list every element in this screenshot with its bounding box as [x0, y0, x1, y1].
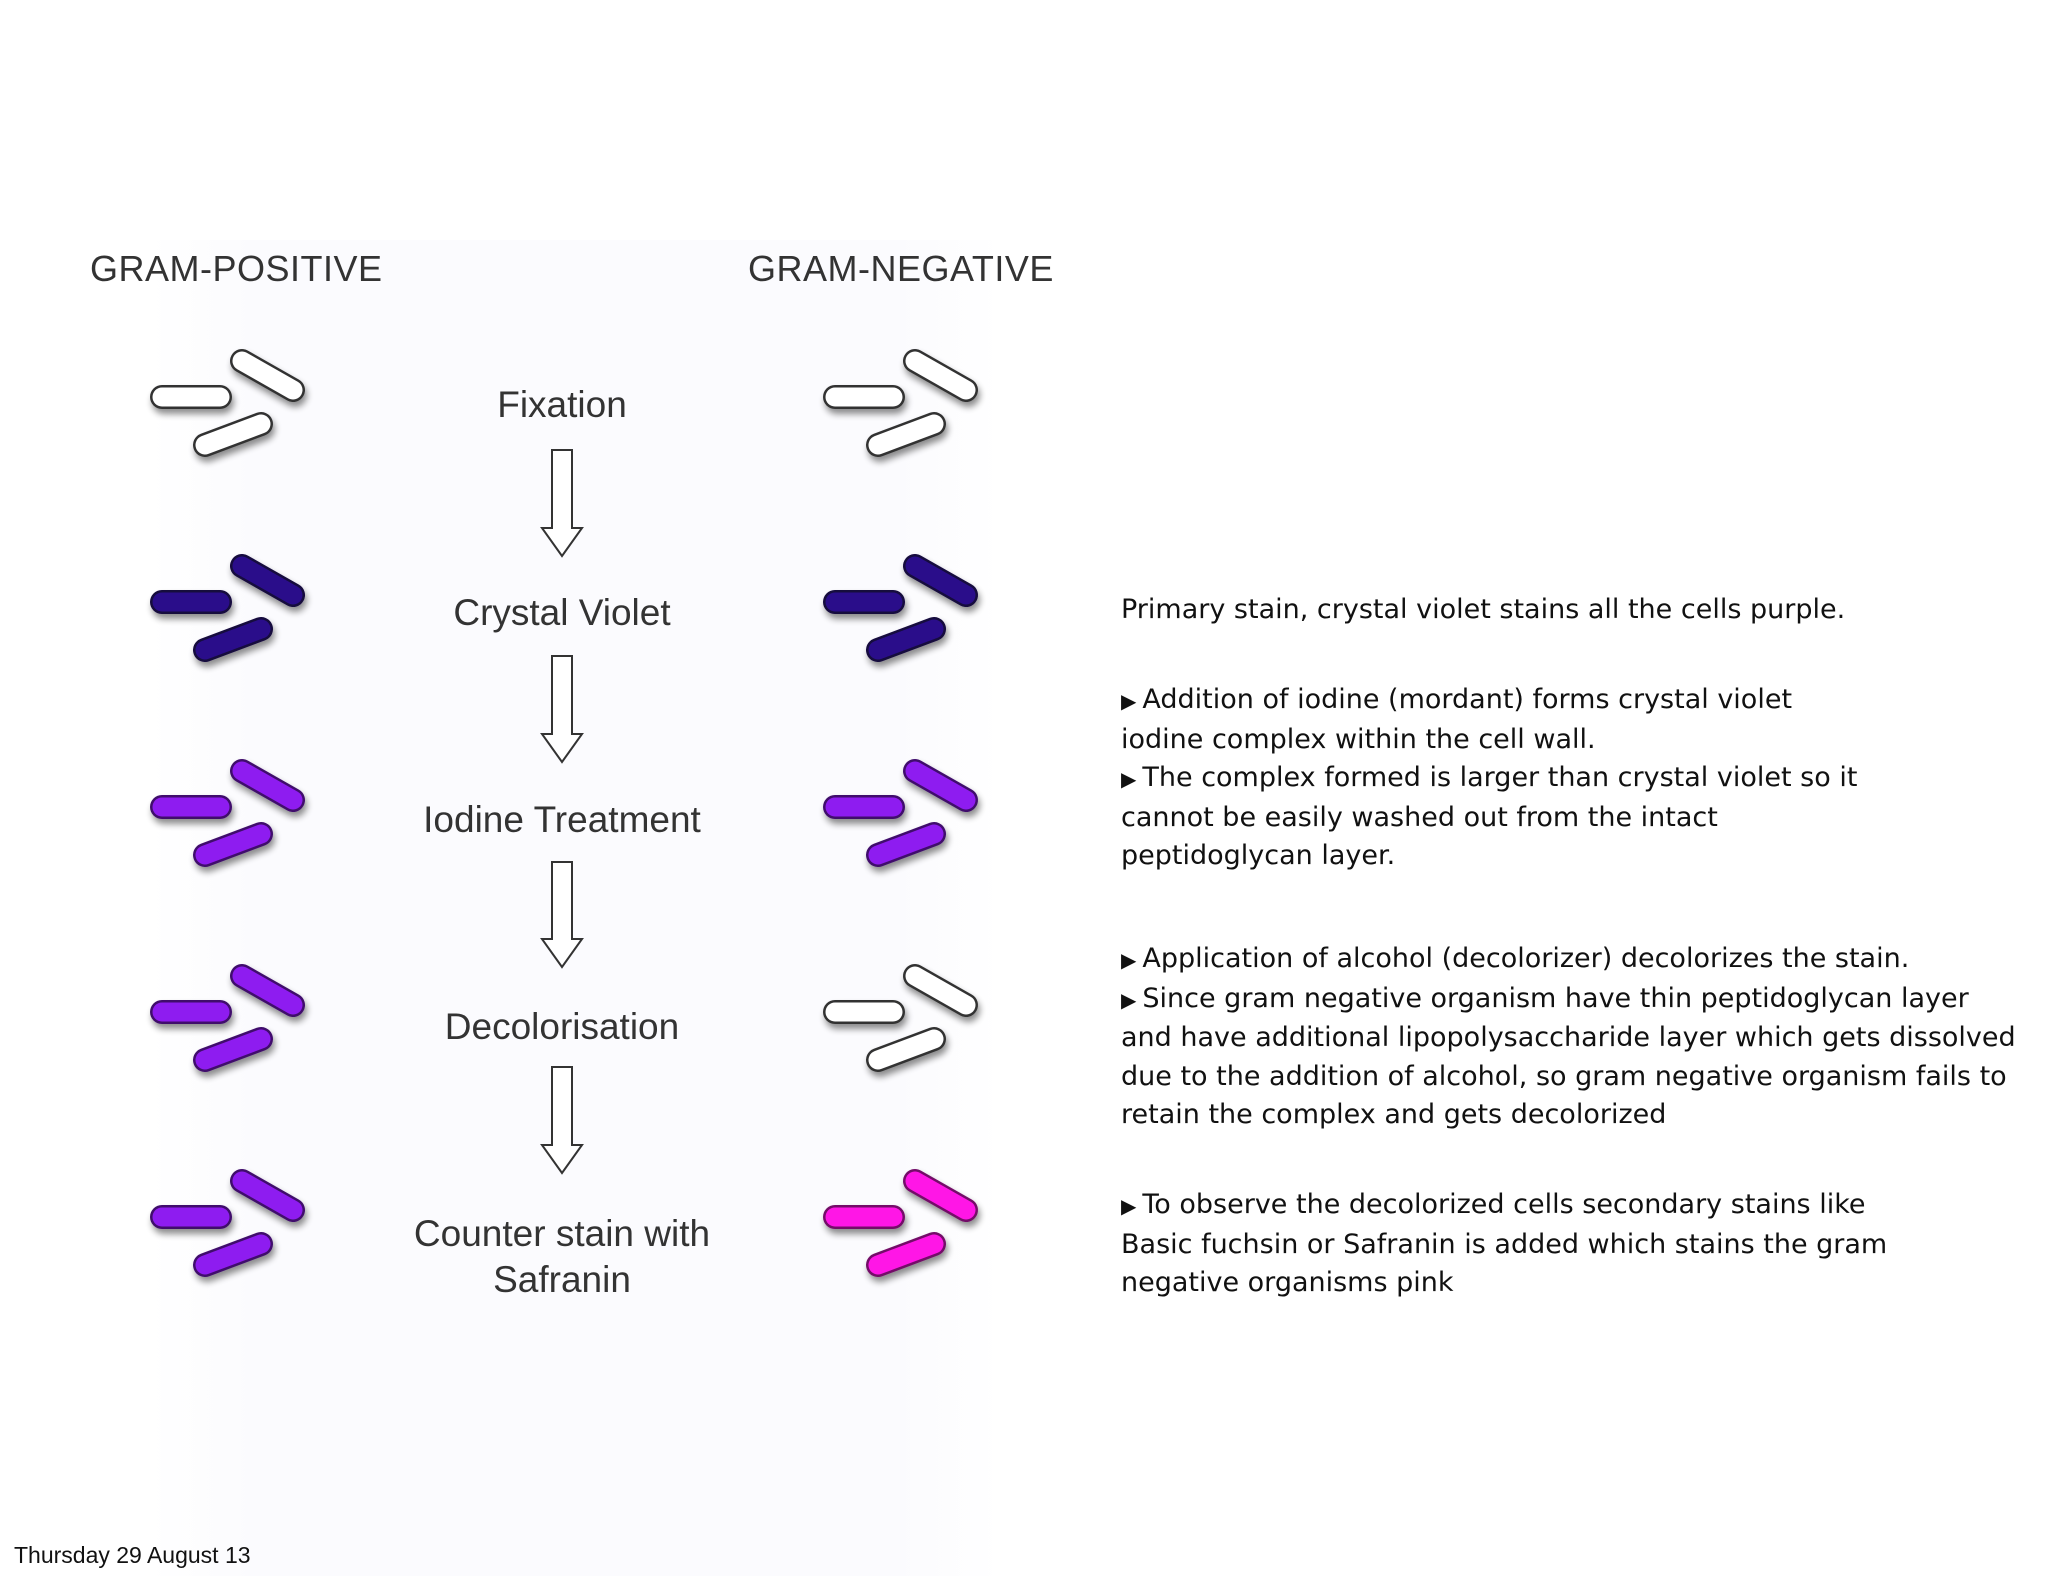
down-arrow-icon [540, 861, 584, 969]
note-counter-stain: ▶To observe the decolorized cells second… [1121, 1186, 1941, 1303]
rod-bacterium [195, 1029, 271, 1070]
note-iodine-text-1: Addition of iodine (mordant) forms cryst… [1121, 684, 1793, 755]
note-primary-stain: Primary stain, crystal violet stains all… [1121, 591, 2021, 630]
rod-bacterium [195, 619, 271, 660]
rod-bacterium [195, 1234, 271, 1275]
step-label-counter-stain-line1: Counter stain with [413, 1213, 711, 1254]
gram-negative-bacteria-2 [823, 554, 978, 662]
gram-positive-header: GRAM-POSITIVE [90, 248, 383, 289]
note-alcohol-text-1: Application of alcohol (decolorizer) dec… [1142, 943, 1910, 974]
gram-positive-bacteria-2 [150, 554, 305, 662]
note-iodine-text-2: The complex formed is larger than crysta… [1121, 762, 1858, 871]
bullet-icon: ▶ [1121, 948, 1137, 972]
gram-positive-bacteria-5 [150, 1169, 305, 1277]
gram-positive-bacteria-4 [150, 964, 305, 1072]
diagram-background [150, 240, 1000, 1576]
note-alcohol: ▶Application of alcohol (decolorizer) de… [1121, 940, 2021, 1135]
note-counter-text: To observe the decolorized cells seconda… [1121, 1189, 1888, 1298]
step-label-fixation: Fixation [497, 384, 627, 425]
down-arrow-icon [540, 449, 584, 558]
gram-negative-bacteria-3 [823, 759, 978, 867]
note-primary-text: Primary stain, crystal violet stains all… [1121, 594, 1846, 625]
gram-negative-bacteria-1 [823, 349, 978, 457]
gram-negative-header: GRAM-NEGATIVE [748, 248, 1054, 289]
gram-negative-bacteria-4 [823, 964, 978, 1072]
down-arrow-icon [540, 1066, 584, 1175]
gram-positive-bacteria-3 [150, 759, 305, 867]
rod-bacterium [868, 1234, 944, 1275]
step-label-iodine-treatment: Iodine Treatment [423, 799, 701, 840]
rod-bacterium [905, 556, 976, 605]
rod-bacterium [905, 761, 976, 810]
step-label-crystal-violet: Crystal Violet [453, 592, 671, 633]
rod-bacterium [868, 414, 944, 455]
gram-positive-bacteria-1 [150, 349, 305, 457]
rod-bacterium [905, 351, 976, 400]
rod-bacterium [905, 966, 976, 1015]
step-label-counter-stain-line2: Safranin [493, 1259, 631, 1300]
note-iodine: ▶Addition of iodine (mordant) forms crys… [1121, 681, 1881, 876]
bullet-icon: ▶ [1121, 767, 1137, 791]
step-label-decolorisation: Decolorisation [444, 1006, 680, 1047]
rod-bacterium [905, 1171, 976, 1220]
gram-negative-bacteria-5 [823, 1169, 978, 1277]
rod-bacterium [195, 824, 271, 865]
rod-bacterium [195, 414, 271, 455]
rod-bacterium [232, 351, 303, 400]
rod-bacterium [868, 824, 944, 865]
bullet-icon: ▶ [1121, 1194, 1137, 1218]
down-arrow-icon [540, 655, 584, 764]
rod-bacterium [232, 761, 303, 810]
note-alcohol-text-2: Since gram negative organism have thin p… [1121, 982, 2016, 1131]
bullet-icon: ▶ [1121, 987, 1137, 1012]
footer-date: Thursday 29 August 13 [14, 1542, 251, 1568]
rod-bacterium [232, 966, 303, 1015]
bullet-icon: ▶ [1121, 689, 1137, 713]
rod-bacterium [232, 556, 303, 605]
rod-bacterium [868, 1029, 944, 1070]
rod-bacterium [868, 619, 944, 660]
rod-bacterium [232, 1171, 303, 1220]
step-label-counter-stain: Counter stain with Safranin [362, 1211, 762, 1303]
